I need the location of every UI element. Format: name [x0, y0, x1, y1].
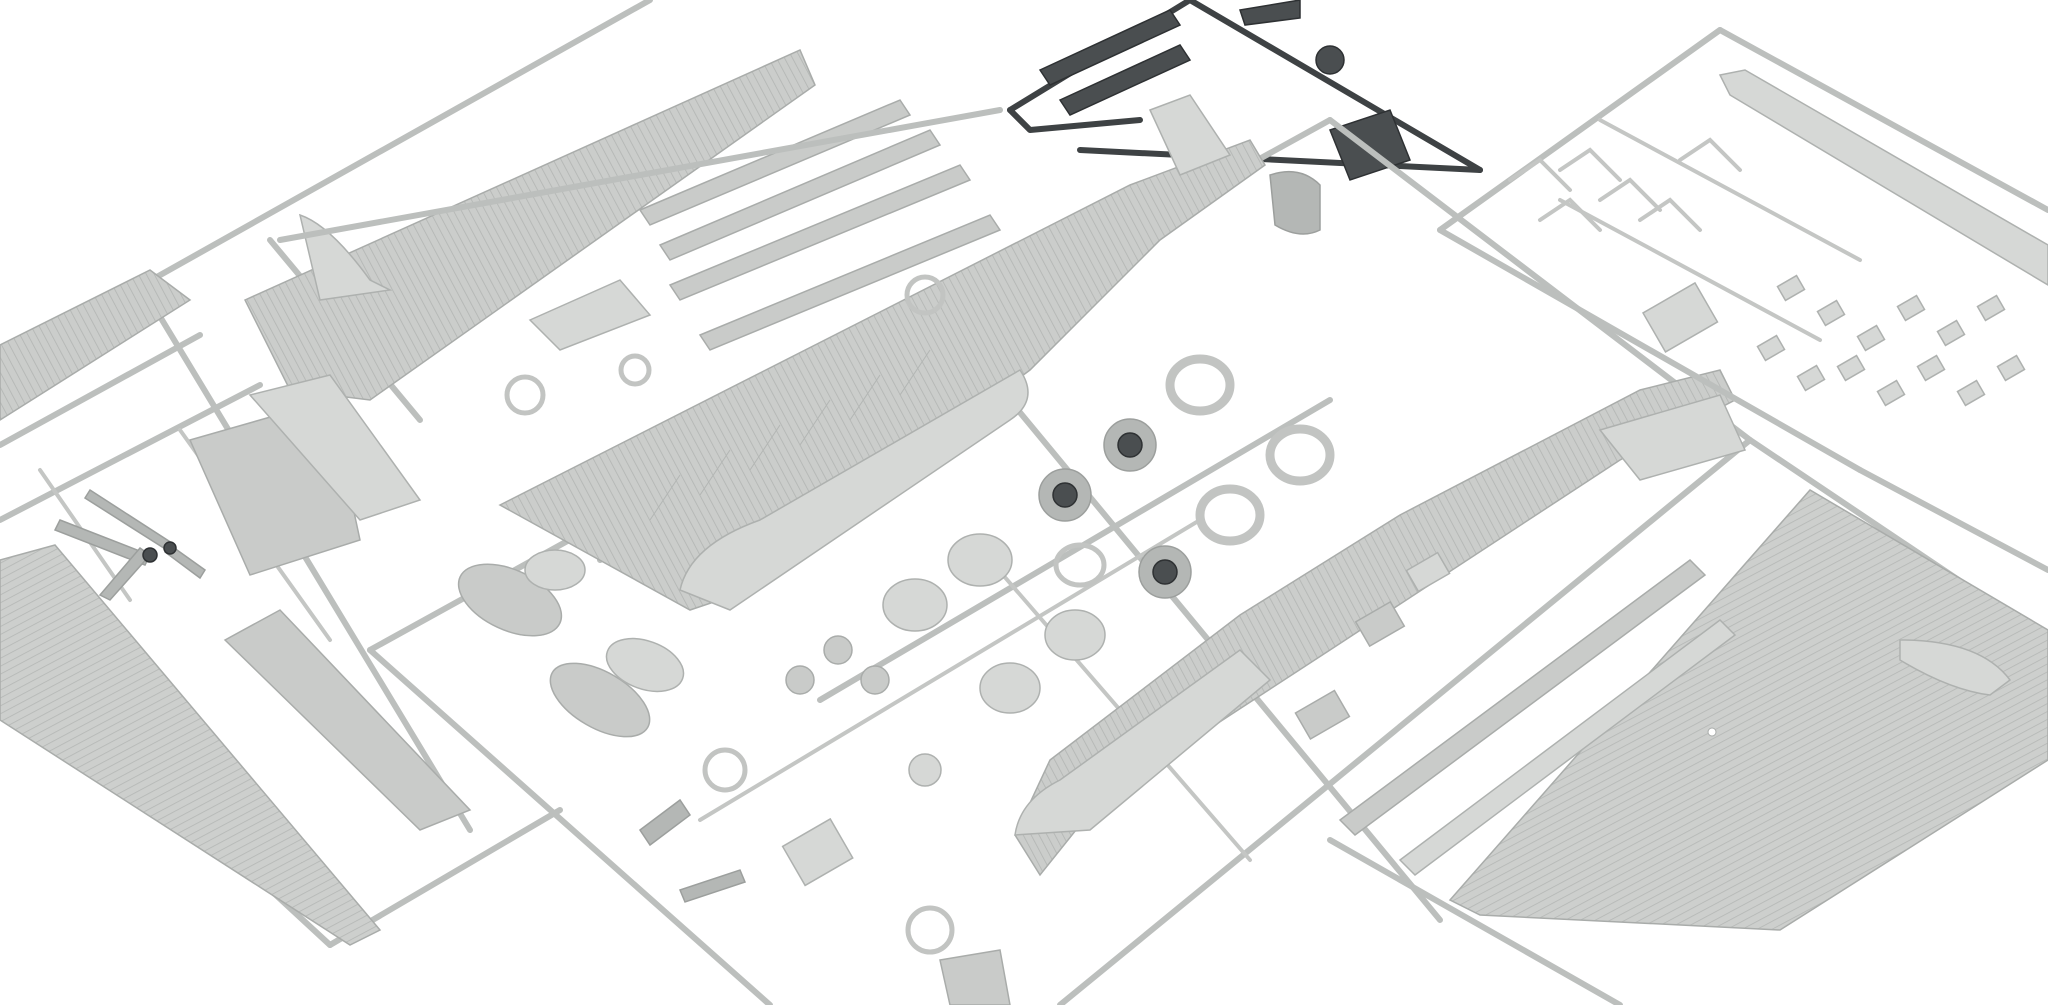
- wing-part-top-right: [1718, 69, 2048, 286]
- fuselage-half-lower: [1014, 369, 1747, 877]
- fuselage-half-upper: [498, 94, 1266, 611]
- engine-rings: [1053, 354, 1335, 588]
- strip-parts-right: [1338, 559, 1737, 876]
- float-parts: [457, 549, 685, 738]
- propeller-parts: [53, 488, 207, 601]
- small-parts-center: [638, 551, 1451, 1005]
- wing-part-bottom-right: [1448, 489, 2048, 931]
- seat-parts: [1756, 274, 2026, 407]
- chevron-parts: [1508, 137, 1742, 353]
- wing-part-left: [0, 269, 472, 946]
- wing-part-top-left: [243, 49, 816, 401]
- radial-engines: [1038, 418, 1192, 599]
- wheel-parts: [785, 533, 1106, 787]
- strip-parts: [277, 99, 1003, 416]
- dark-sprue: [1007, 0, 1483, 235]
- sprue-frame-right: [1327, 27, 2048, 1005]
